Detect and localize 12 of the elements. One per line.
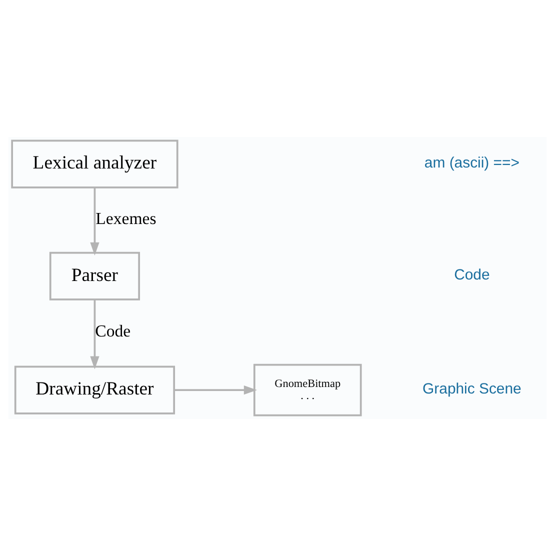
arrow — [90, 187, 100, 255]
node-box: Drawing/Raster — [14, 365, 176, 414]
node-box: GnomeBitmap . . . — [253, 363, 362, 416]
arrow — [90, 299, 100, 369]
node-box: Lexical analyzer — [11, 139, 178, 188]
node-box: Parser — [49, 251, 140, 300]
label: am (ascii) ==> — [424, 154, 520, 172]
label: Graphic Scene — [422, 380, 522, 398]
arrow — [174, 384, 257, 394]
edge-label: Lexemes — [96, 208, 156, 228]
label: Code — [454, 266, 490, 284]
edge-label: Code — [95, 320, 131, 340]
